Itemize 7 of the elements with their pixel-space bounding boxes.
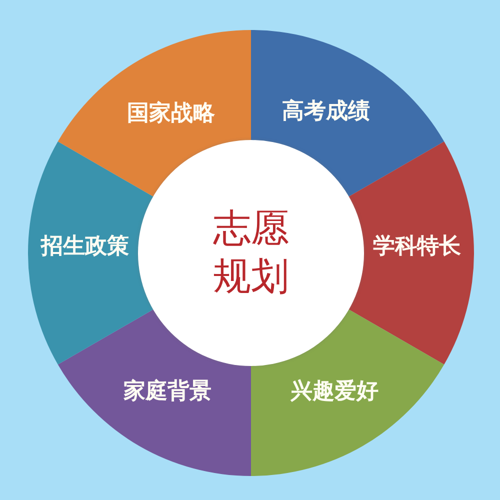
segment-label: 高考成绩 (282, 98, 370, 125)
segment-label: 招生政策 (41, 234, 130, 260)
segment-label: 兴趣爱好 (290, 378, 378, 405)
center-title: 志愿规划 (212, 207, 290, 300)
segment-label: 家庭背景 (124, 378, 212, 405)
segment-label: 学科特长 (372, 234, 461, 260)
segment-label: 国家战略 (127, 101, 215, 128)
